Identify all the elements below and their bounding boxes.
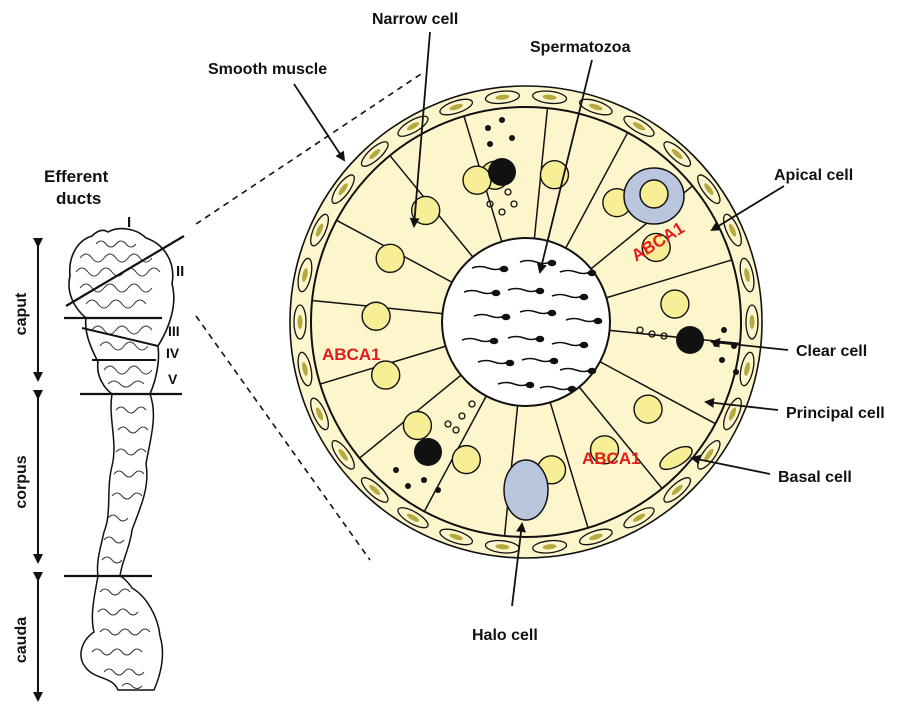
spermatozoon-head (537, 337, 544, 342)
basal-cell-label: Basal cell (778, 469, 852, 486)
principal-cell-nucleus (452, 446, 480, 474)
principal-cell-label: Principal cell (786, 405, 885, 422)
region-label-corpus: corpus (13, 455, 30, 508)
smooth-muscle-nucleus (298, 315, 303, 329)
caput-outline (69, 229, 174, 394)
spermatozoon-head (527, 383, 534, 388)
region-label-caput: caput (13, 292, 30, 335)
clear-cell-label: Clear cell (796, 343, 867, 360)
spermatozoon-head (493, 291, 500, 296)
spermatozoon-head (595, 319, 602, 324)
segment-label-II: II (176, 263, 184, 280)
region-label-cauda: cauda (13, 617, 30, 663)
smooth-muscle-nucleus (750, 315, 755, 329)
corpus-outline (97, 394, 153, 576)
principal-cell-nucleus (403, 412, 431, 440)
abca1-marker-bottom: ABCA1 (582, 449, 641, 468)
principal-cell-nucleus (634, 395, 662, 423)
spermatozoa-label: Spermatozoa (530, 39, 631, 56)
spermatozoon-head (549, 261, 556, 266)
smooth-muscle-arrow (294, 84, 344, 160)
spermatozoon-head (503, 315, 510, 320)
segment-label-III: III (168, 323, 180, 339)
segment-label-IV: IV (166, 345, 180, 361)
principal-cell-nucleus (362, 302, 390, 330)
spermatozoon-head (569, 387, 576, 392)
spermatozoon-head (581, 295, 588, 300)
efferent-label-line2: ducts (56, 189, 101, 208)
principal-cell-nucleus (463, 166, 491, 194)
spermatozoon-head (491, 339, 498, 344)
cauda-outline (81, 576, 163, 690)
spermatozoon-head (501, 267, 508, 272)
apical-cell-nucleus (640, 180, 668, 208)
halo-cell-body (504, 460, 548, 520)
apical-cell-label: Apical cell (774, 167, 853, 184)
spermatozoon-head (507, 361, 514, 366)
smooth-muscle-label: Smooth muscle (208, 61, 327, 78)
spermatozoon-head (537, 289, 544, 294)
halo-cell-label: Halo cell (472, 627, 538, 644)
principal-cell-nucleus (661, 290, 689, 318)
segment-label-V: V (168, 371, 178, 387)
lumen (442, 238, 610, 406)
efferent-label-line1: Efferent (44, 167, 109, 186)
principal-cell-nucleus (372, 361, 400, 389)
spermatozoon-head (589, 369, 596, 374)
spermatozoon-head (551, 359, 558, 364)
abca1-marker-left: ABCA1 (322, 345, 381, 364)
segment-label-I: I (127, 214, 131, 231)
spermatozoon-head (549, 311, 556, 316)
narrow-cell-label: Narrow cell (372, 11, 458, 28)
principal-cell-nucleus (376, 244, 404, 272)
tubule-cross-section: ABCA1 ABCA1 ABCA1 (290, 86, 762, 558)
spermatozoon-head (589, 271, 596, 276)
spermatozoon-head (581, 343, 588, 348)
